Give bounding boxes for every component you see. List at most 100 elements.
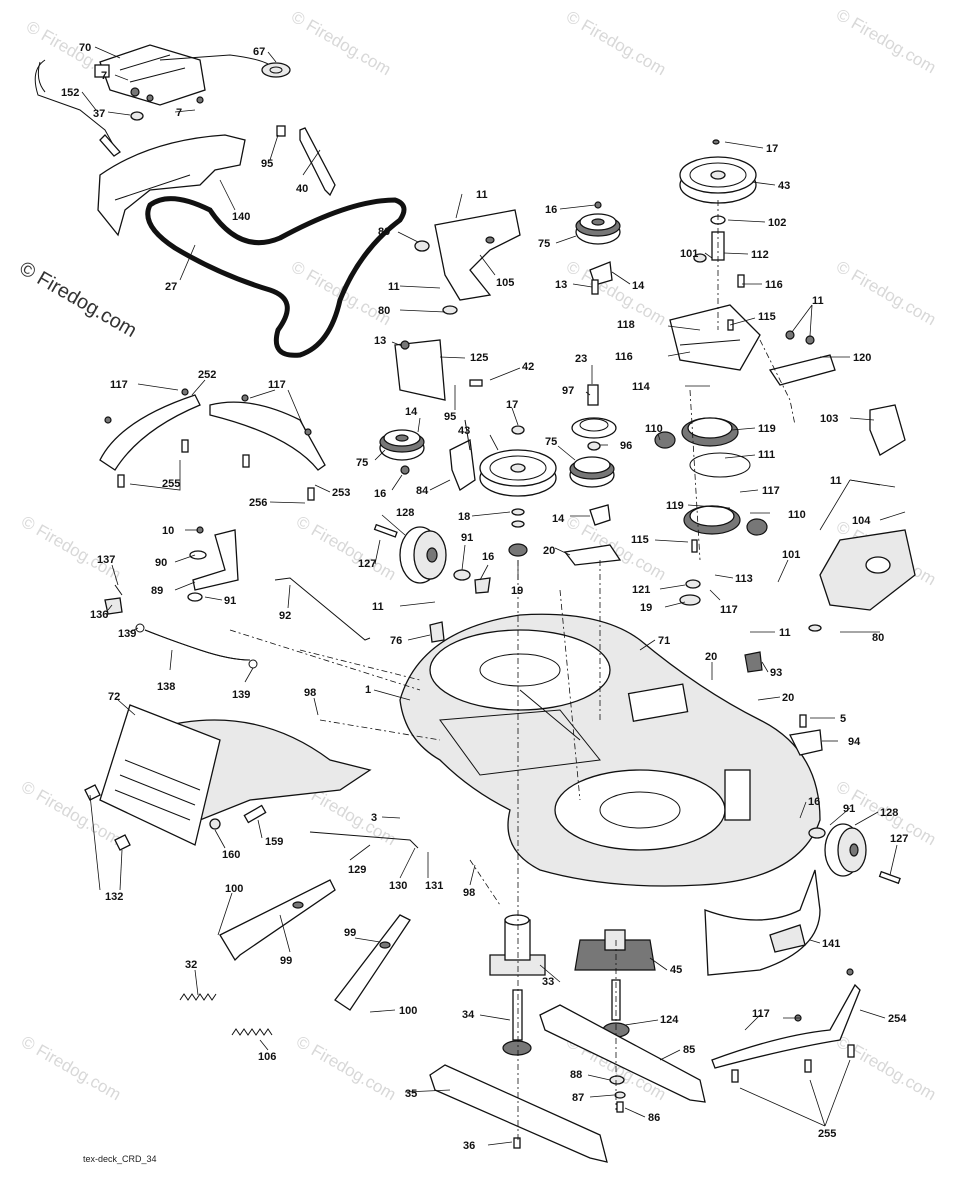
assembly-lines: [229, 200, 796, 1140]
gasket: [689, 452, 751, 478]
callout-label: 131: [425, 880, 443, 892]
callout-label: 13: [555, 279, 567, 291]
callout-label: 103: [820, 413, 838, 425]
callout-label: 71: [658, 635, 670, 647]
callout-label: 117: [752, 1008, 770, 1020]
callout-label: 36: [463, 1140, 475, 1152]
gear-set-upper: [654, 417, 739, 449]
callout-label: 20: [782, 692, 794, 704]
callout-label: 254: [888, 1013, 907, 1025]
callout-label: 101: [782, 549, 800, 561]
callout-label: 129: [348, 864, 366, 876]
callout-label: 127: [890, 833, 908, 845]
callout-label: 86: [648, 1112, 660, 1124]
callout-label: 40: [296, 183, 308, 195]
callout-label: 118: [617, 319, 635, 331]
callout-label: 117: [268, 379, 286, 391]
callout-label: 104: [852, 515, 871, 527]
callout-label: 17: [506, 399, 518, 411]
gearbox-cover: [819, 529, 916, 611]
idler-pulley-center: [569, 456, 615, 488]
blade-right: [539, 1004, 706, 1103]
callout-label: 84: [416, 485, 429, 497]
callout-label: 14: [632, 280, 645, 292]
callout-label: 70: [79, 42, 91, 54]
callout-label: 139: [232, 689, 250, 701]
callout-label: 152: [61, 87, 79, 99]
lift-rod: [34, 59, 116, 149]
callout-label: 256: [249, 497, 267, 509]
callout-label: 91: [461, 532, 473, 544]
callout-label: 253: [332, 487, 350, 499]
callout-label: 37: [93, 108, 105, 120]
callout-label: 11: [476, 189, 488, 201]
callout-label: 139: [118, 628, 136, 640]
callout-label: 80: [872, 632, 884, 644]
callout-label: 23: [575, 353, 587, 365]
callout-label: 34: [462, 1009, 475, 1021]
callout-label: 110: [645, 423, 663, 435]
callout-label: 127: [358, 558, 376, 570]
callout-label: 35: [405, 1088, 417, 1100]
callout-label: 92: [279, 610, 291, 622]
watermark: © Firedog.com: [833, 257, 939, 329]
callout-label: 13: [374, 335, 386, 347]
watermark: © Firedog.com: [833, 1032, 939, 1104]
watermark: © Firedog.com: [563, 512, 669, 584]
callout-label: 16: [374, 488, 386, 500]
callout-label: 94: [848, 736, 861, 748]
callout-label: 19: [511, 585, 523, 597]
callout-label: 90: [155, 557, 167, 569]
callout-label: 43: [778, 180, 790, 192]
diagram-code: tex-deck_CRD_34: [83, 1154, 157, 1164]
callout-label: 14: [552, 513, 565, 525]
spring: [179, 993, 217, 1001]
callout-label: 11: [372, 601, 384, 613]
callout-label: 116: [765, 279, 783, 291]
callout-label: 80: [378, 226, 390, 238]
callout-label: 27: [165, 281, 177, 293]
callout-label: 119: [758, 423, 776, 435]
callout-label: 138: [157, 681, 175, 693]
spring: [231, 1028, 273, 1036]
deck-arm-right: [334, 914, 411, 1011]
callout-label: 128: [880, 807, 898, 819]
callout-label: 117: [720, 604, 738, 616]
callout-label: 102: [768, 217, 786, 229]
callout-label: 42: [522, 361, 534, 373]
callout-label: 67: [253, 46, 265, 58]
callout-label: 93: [770, 667, 782, 679]
callout-label: 20: [543, 545, 555, 557]
callout-label: 117: [762, 485, 780, 497]
callout-label: 3: [371, 812, 377, 824]
callout-label: 105: [496, 277, 514, 289]
callout-label: 98: [304, 687, 316, 699]
callout-label: 16: [482, 551, 494, 563]
callout-label: 121: [632, 584, 650, 596]
callout-label: 113: [735, 573, 753, 585]
idler-pulley-top: [575, 213, 621, 245]
watermark: © Firedog.com: [833, 5, 939, 77]
spindle-housing-right: [574, 929, 656, 971]
callout-label: 88: [570, 1069, 582, 1081]
callout-label: 11: [388, 281, 400, 293]
callout-label: 91: [224, 595, 236, 607]
watermark-dark: © Firedog.com: [16, 257, 141, 342]
callout-label: 72: [108, 691, 120, 703]
callout-label: 117: [110, 379, 128, 391]
callout-label: 75: [356, 457, 368, 469]
callout-label: 114: [632, 381, 651, 393]
watermark: © Firedog.com: [288, 7, 394, 79]
callout-label: 16: [808, 796, 820, 808]
callout-label: 98: [463, 887, 475, 899]
callout-label: 11: [812, 295, 824, 307]
callout-label: 5: [840, 713, 846, 725]
callout-label: 99: [280, 955, 292, 967]
callout-label: 124: [660, 1014, 679, 1026]
watermark: © Firedog.com: [563, 7, 669, 79]
callout-label: 111: [758, 449, 775, 461]
callout-label: 20: [705, 651, 717, 663]
watermark: © Firedog.com: [18, 512, 124, 584]
spindle-pulley-top: [679, 156, 757, 204]
